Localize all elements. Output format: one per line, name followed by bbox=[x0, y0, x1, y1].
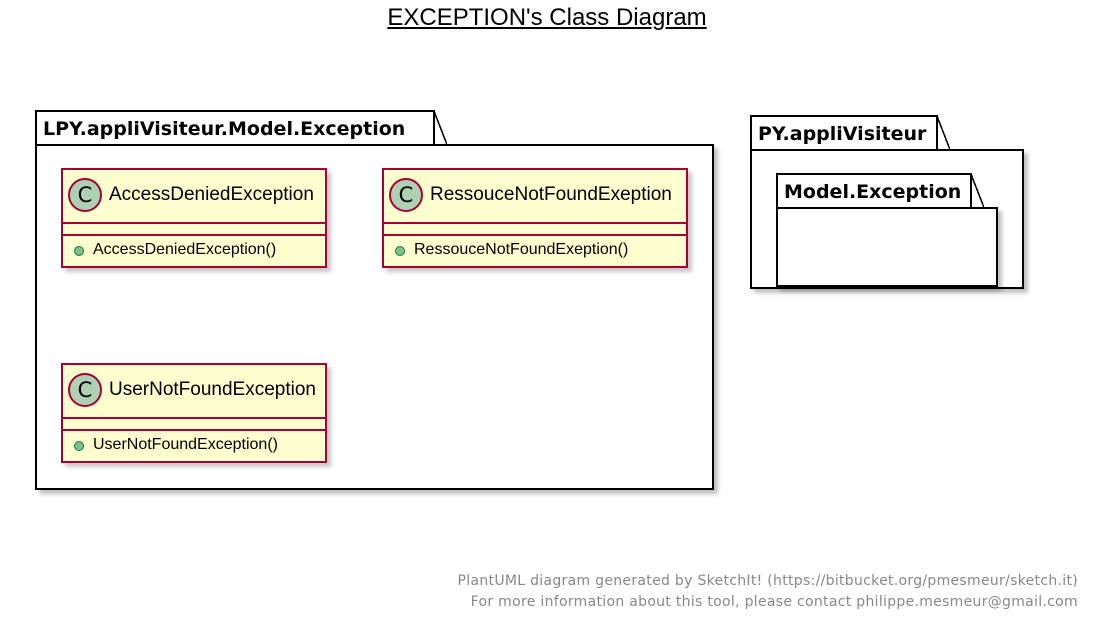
package-lpy-exception: LPY.appliVisiteur.Model.Exception C Acce… bbox=[35, 110, 714, 490]
class-header: C RessouceNotFoundExeption bbox=[384, 170, 686, 224]
class-header: C AccessDeniedException bbox=[63, 170, 325, 224]
class-header: C UserNotFoundException bbox=[63, 365, 325, 419]
package-py-label: PY.appliVisiteur bbox=[750, 115, 950, 151]
class-user-not-found-exception[interactable]: C UserNotFoundException UserNotFoundExce… bbox=[61, 363, 327, 463]
footer-line-2: For more information about this tool, pl… bbox=[470, 594, 1078, 610]
package-py-applivisiteur: PY.appliVisiteur Model.Exception bbox=[750, 115, 1024, 289]
class-c-icon: C bbox=[68, 178, 102, 212]
class-name: AccessDeniedException bbox=[109, 184, 314, 205]
class-c-icon: C bbox=[68, 373, 102, 407]
class-method: UserNotFoundException() bbox=[63, 431, 325, 463]
method-signature: RessouceNotFoundExeption() bbox=[414, 241, 629, 258]
class-fields bbox=[63, 224, 325, 236]
package-py-body: Model.Exception bbox=[750, 149, 1024, 289]
class-method: AccessDeniedException() bbox=[63, 236, 325, 268]
footer-line-1: PlantUML diagram generated by SketchIt! … bbox=[457, 573, 1078, 589]
package-lpy-label: LPY.appliVisiteur.Model.Exception bbox=[35, 110, 447, 146]
class-c-icon: C bbox=[389, 178, 423, 212]
package-lpy-body: C AccessDeniedException AccessDeniedExce… bbox=[35, 144, 714, 490]
method-signature: AccessDeniedException() bbox=[93, 241, 277, 258]
method-signature: UserNotFoundException() bbox=[93, 436, 278, 453]
class-fields bbox=[384, 224, 686, 236]
class-ressouce-not-found-exeption[interactable]: C RessouceNotFoundExeption RessouceNotFo… bbox=[382, 168, 688, 268]
package-model-exception-label: Model.Exception bbox=[776, 173, 984, 209]
class-method: RessouceNotFoundExeption() bbox=[384, 236, 686, 268]
public-visibility-icon bbox=[74, 441, 84, 451]
package-model-exception: Model.Exception bbox=[776, 173, 998, 287]
package-model-exception-body bbox=[776, 207, 998, 287]
public-visibility-icon bbox=[74, 246, 84, 256]
class-fields bbox=[63, 419, 325, 431]
class-name: UserNotFoundException bbox=[109, 379, 316, 400]
class-name: RessouceNotFoundExeption bbox=[430, 184, 672, 205]
diagram-title: EXCEPTION's Class Diagram bbox=[387, 4, 707, 31]
class-access-denied-exception[interactable]: C AccessDeniedException AccessDeniedExce… bbox=[61, 168, 327, 268]
public-visibility-icon bbox=[395, 246, 405, 256]
